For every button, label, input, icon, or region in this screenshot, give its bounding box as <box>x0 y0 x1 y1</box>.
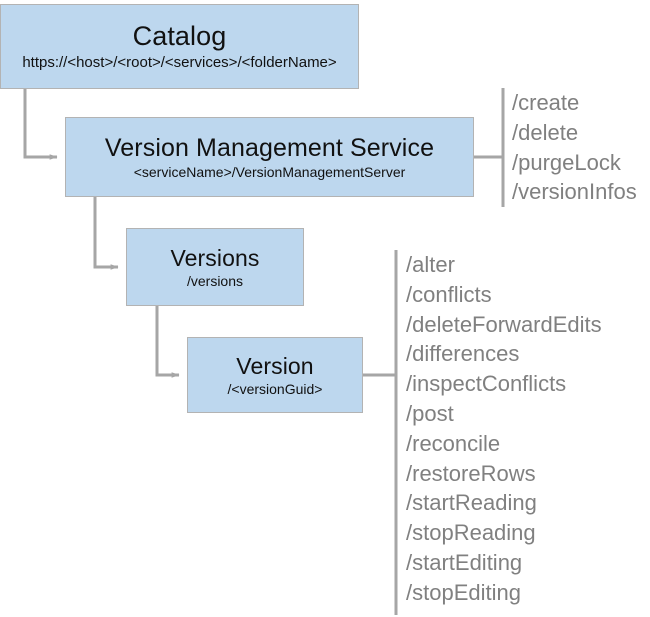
operation-item[interactable]: /startEditing <box>406 549 523 575</box>
node-version-management-service[interactable]: Version Management Service <serviceName>… <box>65 117 474 197</box>
operation-item[interactable]: /inspectConflicts <box>406 371 567 397</box>
node-version-management-service-path: <serviceName>/VersionManagementServer <box>133 163 406 180</box>
operation-item[interactable]: /restoreRows <box>406 460 536 486</box>
connector-versions-to-version <box>155 306 180 378</box>
node-version[interactable]: Version /<versionGuid> <box>187 337 363 413</box>
operation-item[interactable]: /reconcile <box>406 430 501 456</box>
operation-item[interactable]: /delete <box>512 119 579 145</box>
operation-item[interactable]: /post <box>406 400 454 426</box>
operation-item[interactable]: /stopEditing <box>406 579 521 605</box>
node-versions-title: Versions <box>170 244 260 271</box>
operation-item[interactable]: /deleteForwardEdits <box>406 311 602 337</box>
node-versions-path: /versions <box>186 272 244 289</box>
operation-item[interactable]: /conflicts <box>406 281 492 307</box>
operation-item[interactable]: /versionInfos <box>512 179 637 205</box>
node-version-path: /<versionGuid> <box>227 380 323 397</box>
operation-item[interactable]: /purgeLock <box>512 149 621 175</box>
operation-item[interactable]: /create <box>512 90 580 115</box>
node-catalog-title: Catalog <box>132 21 227 52</box>
operation-item[interactable]: /alter <box>406 252 455 277</box>
node-version-title: Version <box>236 352 314 379</box>
operation-list-service: /create/delete/purgeLock/versionInfos <box>512 88 637 207</box>
operation-item[interactable]: /differences <box>406 341 520 367</box>
connector-catalog-to-service <box>23 89 58 160</box>
node-catalog[interactable]: Catalog https://<host>/<root>/<services>… <box>0 4 359 89</box>
node-catalog-path: https://<host>/<root>/<services>/<folder… <box>22 53 337 71</box>
connector-service-to-versions <box>93 197 119 270</box>
operation-list-version: /alter/conflicts/deleteForwardEdits/diff… <box>406 250 602 608</box>
operation-item[interactable]: /startReading <box>406 490 537 516</box>
operation-item[interactable]: /stopReading <box>406 520 536 546</box>
node-version-management-service-title: Version Management Service <box>104 133 435 162</box>
node-versions[interactable]: Versions /versions <box>126 228 304 306</box>
